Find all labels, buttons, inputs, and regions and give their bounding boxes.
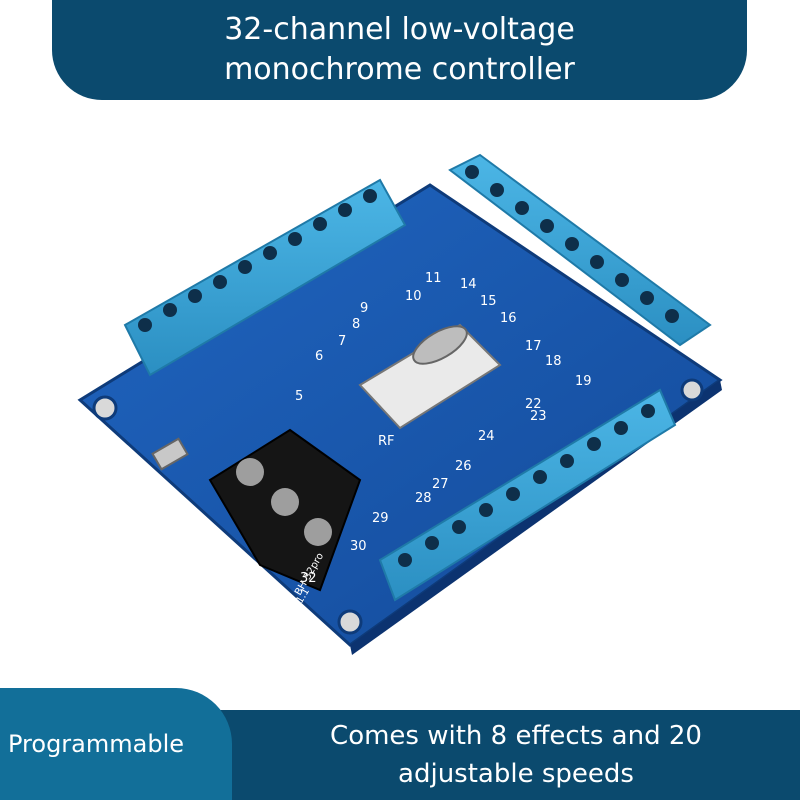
channel-label: 5 [295,389,303,404]
channel-label: 18 [545,354,562,369]
channel-label: 26 [455,459,472,474]
channel-label: 10 [405,289,422,304]
programmable-badge: Programmable [0,688,232,800]
usb-port [151,437,189,471]
channel-label: 16 [500,311,517,326]
caption-line-1: Comes with 8 effects and 20 [330,721,702,751]
terminal-block-left [123,178,407,377]
channel-label: 29 [372,511,389,526]
title-banner: 32-channel low-voltage monochrome contro… [52,0,747,100]
channel-label: 19 [575,374,592,389]
title-line-1: 32-channel low-voltage [224,12,575,47]
mount-hole [92,395,118,421]
channel-label: 28 [415,491,432,506]
channel-label: 14 [460,277,477,292]
features-caption: Comes with 8 effects and 20 adjustable s… [240,712,792,798]
controller-board-photo: 5 6 7 8 9 10 11 14 15 16 17 18 19 22 23 … [77,153,723,655]
channel-label: 8 [352,317,360,332]
terminal-block-front [378,388,677,602]
crystal-oscillator [412,325,468,365]
title-line-2: monochrome controller [224,52,575,87]
channel-label: 7 [338,334,346,349]
channel-label: 27 [432,477,449,492]
rf-label: RF [378,434,395,449]
caption-line-2: adjustable speeds [398,759,634,789]
badge-label: Programmable [8,730,185,758]
channel-label: 9 [360,301,368,316]
channel-label: 15 [480,294,497,309]
channel-label: 6 [315,349,323,364]
channel-label: 32 [300,571,317,586]
channel-label: 24 [478,429,495,444]
mount-hole [680,378,704,402]
mount-hole [337,609,363,635]
channel-label: 23 [530,409,547,424]
channel-label: 22 [525,397,542,412]
channel-label: 30 [350,539,367,554]
channel-label: 17 [525,339,542,354]
channel-label: 11 [425,271,442,286]
